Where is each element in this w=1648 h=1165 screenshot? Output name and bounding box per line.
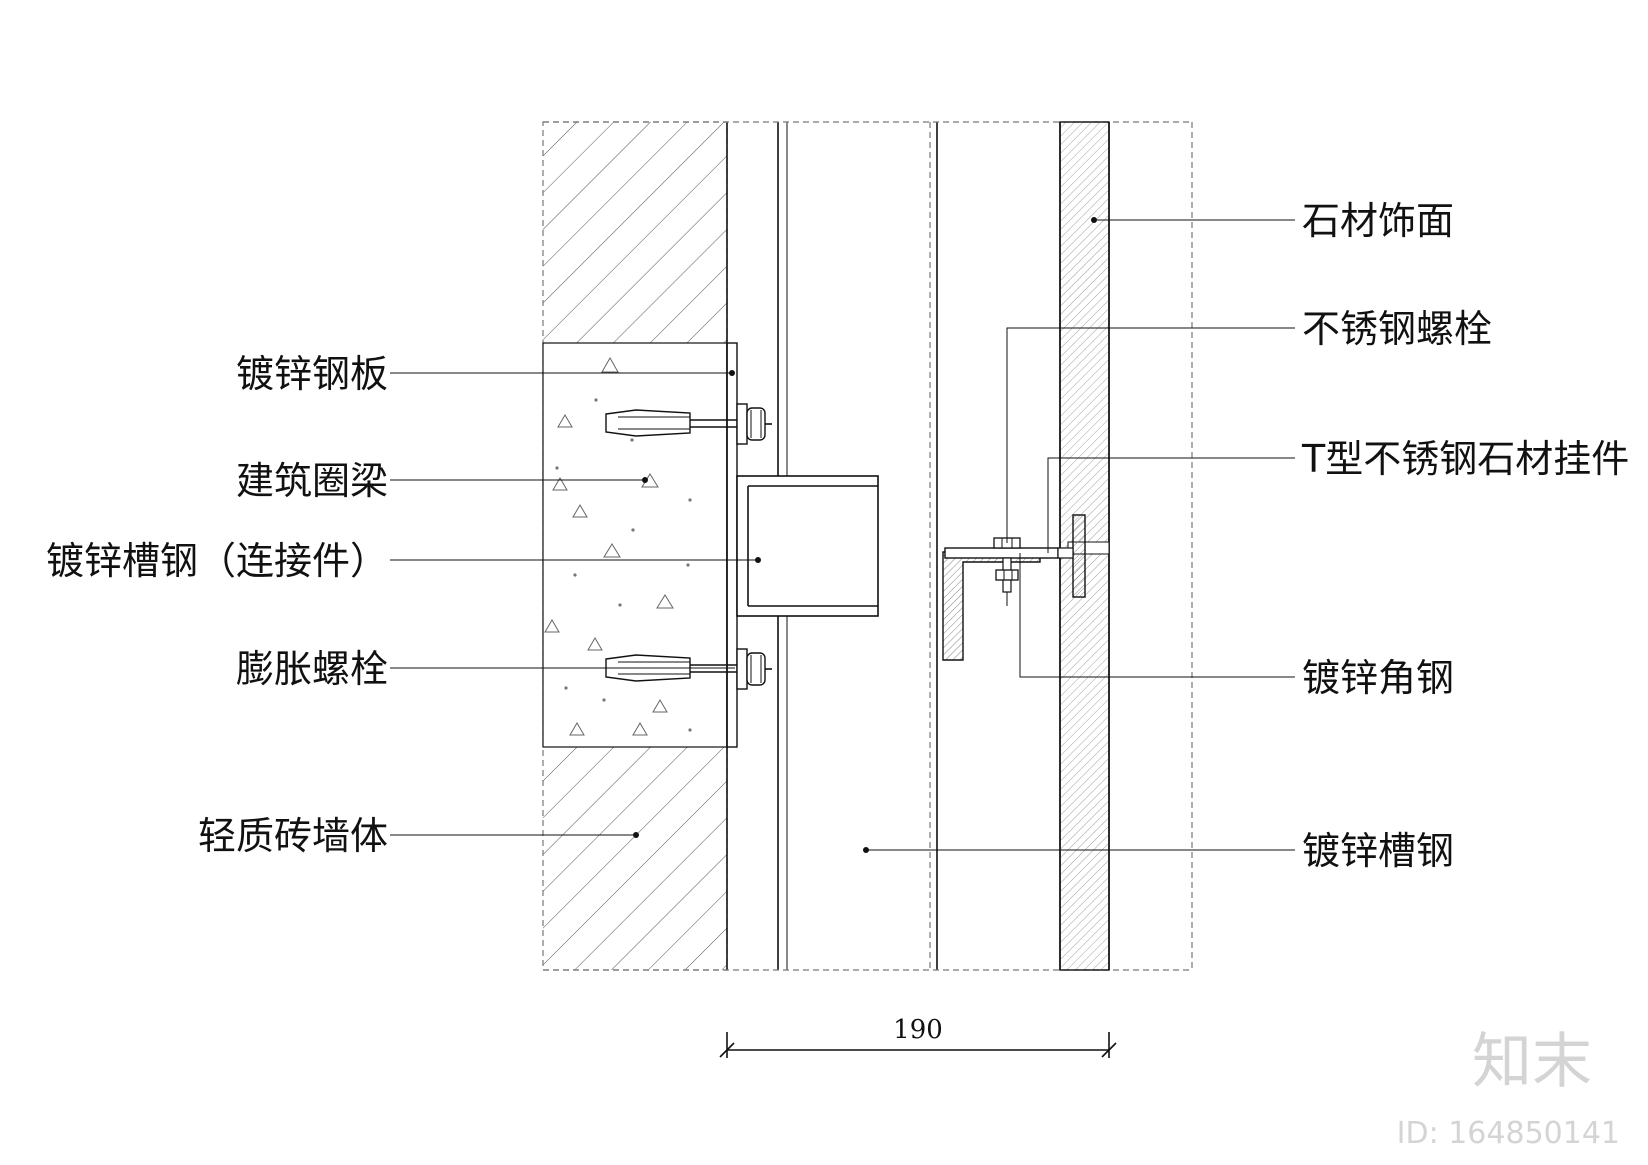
label-t-hanger: T型不锈钢石材挂件 — [1301, 437, 1629, 481]
leader-angle-steel — [1019, 553, 1295, 678]
leader-channel-steel — [863, 847, 1295, 853]
label-light-brick-wall: 轻质砖墙体 — [198, 814, 388, 858]
angle-steel — [942, 551, 1041, 661]
leader-ring-beam — [390, 477, 648, 483]
label-stone-facing: 石材饰面 — [1302, 199, 1454, 243]
label-ring-beam: 建筑圈梁 — [236, 459, 388, 503]
t-hanger — [944, 514, 1086, 598]
label-expansion-bolt: 膨胀螺栓 — [236, 647, 388, 691]
galvanized-steel-plate — [726, 342, 738, 748]
stone-facing — [1059, 121, 1110, 971]
leader-t-hanger — [1047, 457, 1295, 553]
leader-stone-facing — [1091, 217, 1295, 223]
watermark-brand: 知末 — [1472, 1027, 1592, 1097]
dimension-line — [719, 1032, 1117, 1058]
label-channel-steel: 镀锌槽钢 — [1302, 829, 1454, 873]
channel-connector — [736, 475, 879, 617]
stainless-bolt — [993, 537, 1021, 606]
label-channel-connector: 镀锌槽钢（连接件） — [46, 539, 388, 583]
leader-stainless-bolt — [1006, 327, 1295, 543]
dimension-value: 190 — [893, 1015, 943, 1045]
label-galvanized-plate: 镀锌钢板 — [236, 352, 388, 396]
leader-light-brick-wall — [390, 832, 639, 838]
leader-galvanized-plate — [390, 370, 735, 376]
label-angle-steel: 镀锌角钢 — [1302, 656, 1454, 700]
leader-channel-connector — [390, 557, 761, 563]
expansion-bolt-upper — [605, 403, 772, 445]
label-stainless-bolt: 不锈钢螺栓 — [1302, 307, 1492, 351]
watermark-id: ID: 164850141 — [1397, 1116, 1620, 1151]
ring-beam — [542, 342, 728, 748]
